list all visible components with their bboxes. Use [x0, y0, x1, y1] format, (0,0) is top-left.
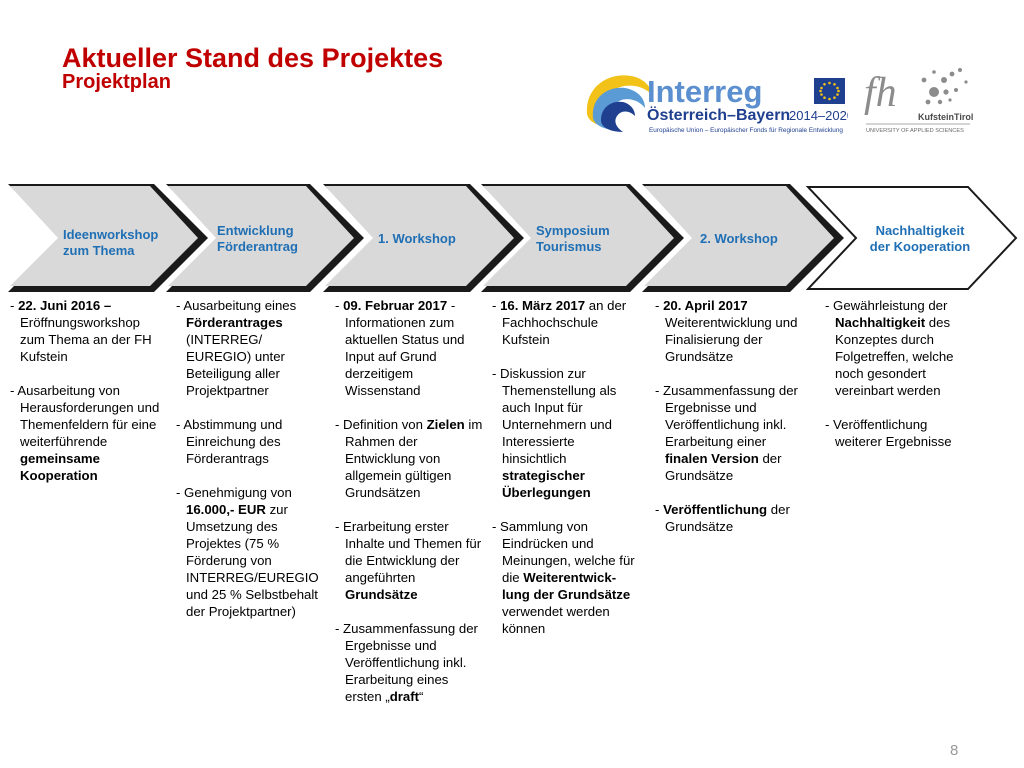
detail-text: des Konzeptes durch Folgetreffen, welche…: [835, 315, 954, 398]
detail-item: - Sammlung von Eindrücken und Meinungen,…: [492, 518, 642, 637]
detail-text-bold: Förderantrages: [186, 315, 283, 330]
interreg-period: 2014–2020: [789, 108, 848, 123]
detail-item: - Ausarbeitung von Herausforderungen und…: [10, 382, 162, 484]
chevron-step-6: [805, 186, 1018, 290]
detail-text-bold: Veröffentlichung: [663, 502, 768, 517]
detail-text: - Ausarbeitung eines: [176, 298, 297, 313]
detail-text: im Rahmen der Entwicklung von allgemein …: [345, 417, 483, 500]
detail-item: - Genehmigung von 16.000,- EUR zur Umset…: [176, 484, 324, 620]
detail-item: - 09. Februar 2017 - Informationen zum a…: [335, 297, 483, 399]
detail-text: der Grundsätze: [665, 502, 790, 534]
step-label-3: 1. Workshop: [378, 231, 456, 246]
detail-text: -: [492, 298, 501, 313]
detail-text: -: [10, 298, 19, 313]
detail-text-bold: finalen Version: [665, 451, 759, 466]
detail-text-bold: Zielen: [426, 417, 465, 432]
detail-text-bold: draft: [389, 689, 420, 704]
detail-text-bold: Weiterentwick-lung der Grundsätze: [502, 570, 631, 602]
detail-text: Eröffnungsworkshop zum Thema an der FH K…: [20, 315, 152, 364]
detail-item: - Ausarbeitung eines Förderantrages (INT…: [176, 297, 324, 399]
detail-text: verwendet werden können: [502, 604, 610, 636]
interreg-tagline: Europäische Union – Europäischer Fonds f…: [649, 127, 843, 134]
step-details-3: - 09. Februar 2017 - Informationen zum a…: [335, 297, 483, 705]
detail-item: - Abstimmung und Einreichung des Fördera…: [176, 416, 324, 467]
detail-text: -: [655, 502, 664, 517]
detail-text-bold: Nachhaltigkeit: [835, 315, 926, 330]
detail-text: (INTERREG/ EUREGIO) unter Beteiligung al…: [186, 332, 285, 398]
detail-item: - Zusammenfassung der Ergebnisse und Ver…: [335, 620, 483, 705]
step-details-2: - Ausarbeitung eines Förderantrages (INT…: [176, 297, 324, 620]
chevron-step-1: [10, 186, 198, 286]
detail-item: - Zusammenfassung der Ergebnisse und Ver…: [655, 382, 807, 484]
chevron-step-5: [644, 186, 834, 286]
detail-text: - Diskussion zur Themenstellung als auch…: [492, 366, 617, 466]
detail-text: - Erarbeitung erster Inhalte und Themen …: [335, 519, 482, 585]
detail-text-bold: 22. Juni 2016 –: [18, 298, 112, 313]
fh-tagline: UNIVERSITY OF APPLIED SCIENCES: [866, 128, 964, 134]
step-details-4: - 16. März 2017 an der Fachhochschule Ku…: [492, 297, 642, 637]
detail-text: - Sammlung von Eindrücken und Meinungen,…: [492, 519, 635, 585]
detail-text: “: [419, 689, 424, 704]
step-details-1: - 22. Juni 2016 – Eröffnungsworkshop zum…: [10, 297, 162, 484]
page-number: 8: [950, 742, 959, 759]
interreg-logo: Interreg Österreich–Bayern 2014–2020 Eur…: [586, 74, 848, 134]
chevron-faces: [10, 186, 834, 286]
detail-text: - Definition von: [335, 417, 427, 432]
detail-text: - Abstimmung und Einreichung des Fördera…: [176, 417, 283, 466]
eu-stars-icon: [819, 81, 840, 101]
step-details-5: - 20. April 2017 Weiterentwicklung und F…: [655, 297, 807, 535]
detail-text: - Veröffentlichung weiterer Ergebnisse: [825, 417, 952, 449]
detail-text-bold: strategischer Überlegungen: [502, 468, 591, 500]
page-title: Aktueller Stand des Projektes: [62, 43, 444, 73]
detail-text: zur Umsetzung des Projektes (75 % Förder…: [186, 502, 319, 619]
detail-text: -: [655, 298, 664, 313]
step-label-5: 2. Workshop: [700, 231, 778, 246]
interreg-swirl-icon: [586, 75, 653, 132]
detail-text: -: [335, 298, 344, 313]
step-details-6: - Gewährleistung der Nachhaltigkeit des …: [825, 297, 975, 450]
fh-name: KufsteinTirol: [918, 112, 973, 122]
chevron-step-2: [168, 186, 354, 286]
detail-text-bold: 20. April 2017: [663, 298, 748, 313]
detail-text: Weiterentwicklung und Finalisierung der …: [665, 315, 798, 364]
detail-text: - Ausarbeitung von Herausforderungen und…: [10, 383, 160, 449]
chevron-step-3: [325, 186, 514, 286]
detail-text: an der Fachhochschule Kufstein: [502, 298, 627, 347]
detail-item: - Erarbeitung erster Inhalte und Themen …: [335, 518, 483, 603]
detail-text: - Genehmigung von: [176, 485, 292, 500]
detail-text-bold: 16.000,- EUR: [186, 502, 266, 517]
detail-item: - 22. Juni 2016 – Eröffnungsworkshop zum…: [10, 297, 162, 365]
chevron-step-4: [483, 186, 674, 286]
detail-text-bold: gemeinsame Kooperation: [20, 451, 100, 483]
detail-item: - Veröffentlichung der Grundsätze: [655, 501, 807, 535]
detail-item: - Veröffentlichung weiterer Ergebnisse: [825, 416, 975, 450]
detail-item: - Gewährleistung der Nachhaltigkeit des …: [825, 297, 975, 399]
detail-item: - 16. März 2017 an der Fachhochschule Ku…: [492, 297, 642, 348]
detail-text-bold: 16. März 2017: [500, 298, 586, 313]
detail-text: - Gewährleistung der: [825, 298, 948, 313]
detail-text: - Zusammenfassung der Ergebnisse und Ver…: [335, 621, 478, 704]
detail-item: - Definition von Zielen im Rahmen der En…: [335, 416, 483, 501]
detail-item: - 20. April 2017 Weiterentwicklung und F…: [655, 297, 807, 365]
detail-text: - Zusammenfassung der Ergebnisse und Ver…: [655, 383, 798, 449]
page-subtitle: Projektplan: [62, 71, 171, 93]
detail-text-bold: 09. Februar 2017: [343, 298, 448, 313]
detail-item: - Diskussion zur Themenstellung als auch…: [492, 365, 642, 501]
process-chevrons: [8, 184, 1018, 292]
detail-text-bold: Grundsätze: [345, 587, 418, 602]
fh-kufstein-logo: fh KufsteinTirol UNIVERSITY OF APPLIED S…: [864, 68, 973, 134]
fh-mark: fh: [864, 70, 897, 116]
detail-text: - Informationen zum aktuellen Status und…: [345, 298, 465, 398]
interreg-region: Österreich–Bayern: [647, 105, 790, 124]
fh-dots-icon: [921, 68, 968, 105]
interreg-name: Interreg: [647, 74, 762, 109]
detail-text: der Grundsätze: [665, 451, 782, 483]
